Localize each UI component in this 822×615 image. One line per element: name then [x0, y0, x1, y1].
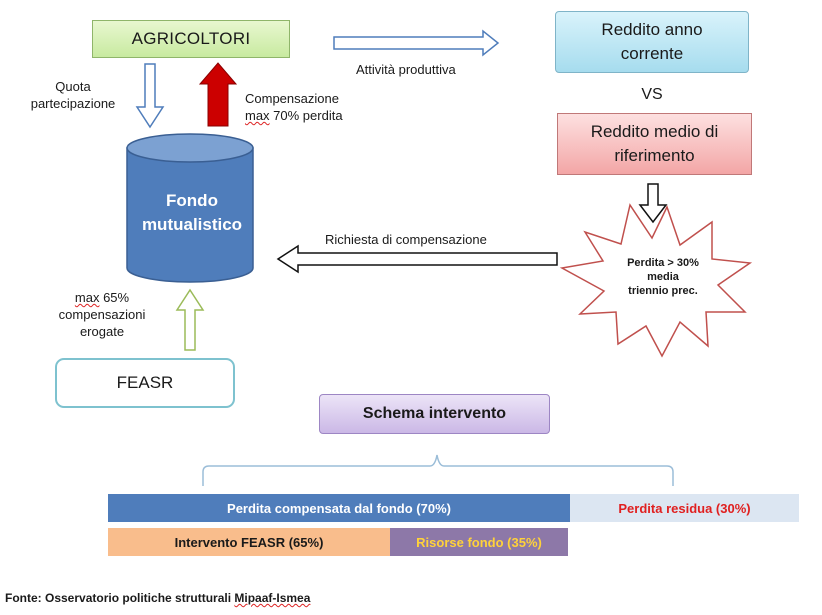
arrow-up-feasr: [175, 288, 205, 351]
reddito-medio-line1: Reddito medio di: [590, 122, 719, 141]
max65-line2: compensazioni: [58, 307, 146, 322]
compensazione-max: max: [245, 108, 270, 123]
max65-line1: max 65%: [32, 289, 172, 306]
reddito-corrente-box: Reddito anno corrente: [555, 11, 749, 73]
arrow-down-perdita: [638, 183, 668, 224]
reddito-medio-line2: riferimento: [614, 146, 695, 165]
compensazione-line1: Compensazione: [245, 91, 339, 106]
bar-perdita-residua: Perdita residua (30%): [570, 494, 799, 522]
compensazione-label: Compensazione max 70% perdita: [245, 90, 343, 124]
reddito-medio-box: Reddito medio di riferimento: [557, 113, 752, 175]
schema-intervento-label: Schema intervento: [362, 405, 507, 422]
arrow-left-richiesta: [276, 244, 558, 274]
max65-line3: erogate: [79, 324, 125, 339]
bar-intervento-feasr-label: Intervento FEASR (65%): [174, 534, 324, 550]
fonte-label: Fonte: Osservatorio politiche struttural…: [5, 591, 310, 605]
quota-partecipazione-label: Quota partecipazione: [18, 78, 128, 112]
compensazione-line2: max 70% perdita: [245, 107, 343, 124]
arrow-right-attivita: [333, 29, 500, 57]
fondo-label-line2: mutualistico: [141, 215, 243, 234]
perdita-starburst: [559, 203, 753, 358]
agricoltori-box: AGRICOLTORI: [92, 20, 290, 58]
schema-intervento-box: Schema intervento: [319, 394, 550, 434]
vs-label: VS: [641, 86, 663, 103]
agricoltori-label: AGRICOLTORI: [131, 29, 251, 48]
bar-intervento-feasr: Intervento FEASR (65%): [108, 528, 390, 556]
fonte-source: Mipaaf-Ismea: [234, 591, 311, 605]
quota-line2: partecipazione: [30, 96, 116, 111]
compensazione-perc: 70% perdita: [269, 108, 343, 123]
fondo-label-line1: Fondo: [166, 191, 218, 210]
reddito-corrente-line1: Reddito anno: [601, 20, 703, 39]
schema-brace: [202, 454, 674, 486]
max65-perc: 65%: [99, 290, 130, 305]
arrow-down-quota: [135, 63, 165, 129]
bar-risorse-fondo: Risorse fondo (35%): [390, 528, 568, 556]
bar-risorse-fondo-label: Risorse fondo (35%): [416, 534, 542, 550]
bar-perdita-compensata: Perdita compensata dal fondo (70%): [108, 494, 570, 522]
max65-label: max 65% compensazioni erogate: [32, 289, 172, 340]
perdita-label: Perdita > 30% media triennio prec.: [608, 256, 718, 298]
max65-max: max: [74, 290, 100, 305]
feasr-box: FEASR: [55, 358, 235, 408]
perdita-label-line1: Perdita > 30%: [627, 257, 699, 269]
perdita-label-line2: media: [647, 271, 679, 283]
fondo-cylinder: [126, 133, 254, 283]
fondo-label: Fondo mutualistico: [132, 189, 252, 237]
attivita-produttiva-label: Attività produttiva: [356, 62, 456, 77]
arrow-up-compensazione: [198, 62, 238, 127]
perdita-label-line3: triennio prec.: [628, 285, 698, 297]
bar-perdita-residua-label: Perdita residua (30%): [618, 500, 751, 516]
feasr-label: FEASR: [116, 373, 174, 392]
richiesta-compensazione-label: Richiesta di compensazione: [325, 232, 487, 247]
fonte-prefix: Fonte: Osservatorio politiche struttural…: [5, 591, 235, 605]
bar-perdita-compensata-label: Perdita compensata dal fondo (70%): [227, 500, 451, 516]
reddito-corrente-line2: corrente: [620, 44, 684, 63]
quota-line1: Quota: [55, 79, 91, 94]
